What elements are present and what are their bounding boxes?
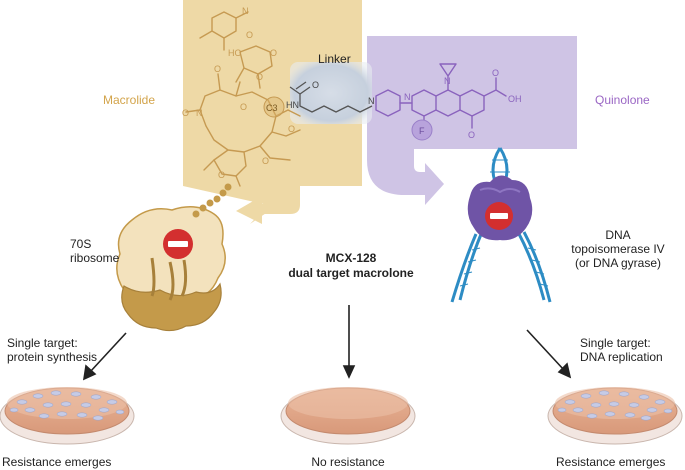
fluorine-site-label: F — [419, 126, 425, 136]
petri-dish-left — [0, 387, 135, 445]
linker-box — [290, 62, 372, 124]
outcome-middle: No resistance — [311, 455, 385, 469]
linker-atom: HN — [286, 100, 299, 110]
macrolide-label: Macrolide — [103, 93, 156, 107]
ribosome-stop-icon — [163, 229, 193, 259]
quinolone-label: Quinolone — [595, 93, 650, 107]
quinolone-atom: OH — [508, 94, 522, 104]
ribosome-70s — [116, 183, 232, 332]
macrolide-atom: O — [246, 30, 253, 40]
ribosome-label-line1: 70S — [70, 237, 92, 251]
petri-dish-middle — [280, 387, 416, 445]
macrolide-atom: N — [196, 108, 203, 118]
arrow-left — [89, 332, 127, 373]
quinolone-box — [367, 36, 577, 149]
macrolide-atom: O — [214, 64, 221, 74]
macrolide-atom: O — [256, 72, 263, 82]
right-target-line2: DNA replication — [580, 350, 663, 364]
macrolide-atom: O — [182, 108, 189, 118]
fluorine-site-marker — [411, 119, 433, 141]
macrolide-atom: O — [218, 170, 225, 180]
linker-atom: O — [312, 80, 319, 90]
quinolone-atom: O — [468, 130, 475, 140]
bacterial-colonies — [557, 390, 673, 421]
macrolide-arrow — [236, 186, 300, 224]
bacterial-colonies — [9, 390, 125, 421]
macrolide-atom: O — [270, 48, 277, 58]
outcome-left: Resistance emerges — [2, 455, 112, 469]
macrolide-atom: O — [240, 102, 247, 112]
quinolone-arrow — [367, 149, 444, 205]
ribosome-label-line2: ribosome — [70, 251, 120, 265]
left-target-line1: Single target: — [7, 336, 78, 350]
quinolone-structure — [375, 63, 507, 129]
right-target-line1: Single target: — [580, 336, 651, 350]
quinolone-atom: N — [404, 92, 411, 102]
arrows — [82, 305, 572, 381]
linker-atom: N — [368, 96, 375, 106]
quinolone-atom: N — [444, 76, 451, 86]
topo-label-line3: (or DNA gyrase) — [574, 256, 662, 270]
left-target-line2: protein synthesis — [7, 350, 98, 364]
arrow-right — [526, 329, 565, 371]
c3-site-label: C3 — [266, 103, 278, 113]
linker-label: Linker — [318, 52, 351, 66]
macrolide-atom: O — [262, 156, 269, 166]
outcome-right: Resistance emerges — [556, 455, 666, 469]
quinolone-atom: O — [492, 68, 499, 78]
arrow-right-head — [557, 362, 572, 379]
c3-site-marker — [263, 96, 285, 118]
macrolide-atom: O — [288, 124, 295, 134]
linker-structure — [289, 81, 373, 113]
arrow-left-head — [82, 364, 97, 381]
topo-label-line1: DNA — [605, 228, 631, 242]
petri-dish-right — [547, 387, 683, 445]
macrolide-structure — [185, 11, 301, 187]
macrolone-name: MCX-128 — [325, 251, 377, 265]
topo-label-line2: topoisomerase IV — [571, 242, 665, 256]
macrolone-description: dual target macrolone — [288, 266, 414, 280]
arrow-middle-head — [342, 365, 356, 379]
macrolide-atom: HO — [228, 48, 242, 58]
macrolide-atom: N — [242, 6, 249, 16]
topo-stop-icon — [485, 202, 513, 230]
